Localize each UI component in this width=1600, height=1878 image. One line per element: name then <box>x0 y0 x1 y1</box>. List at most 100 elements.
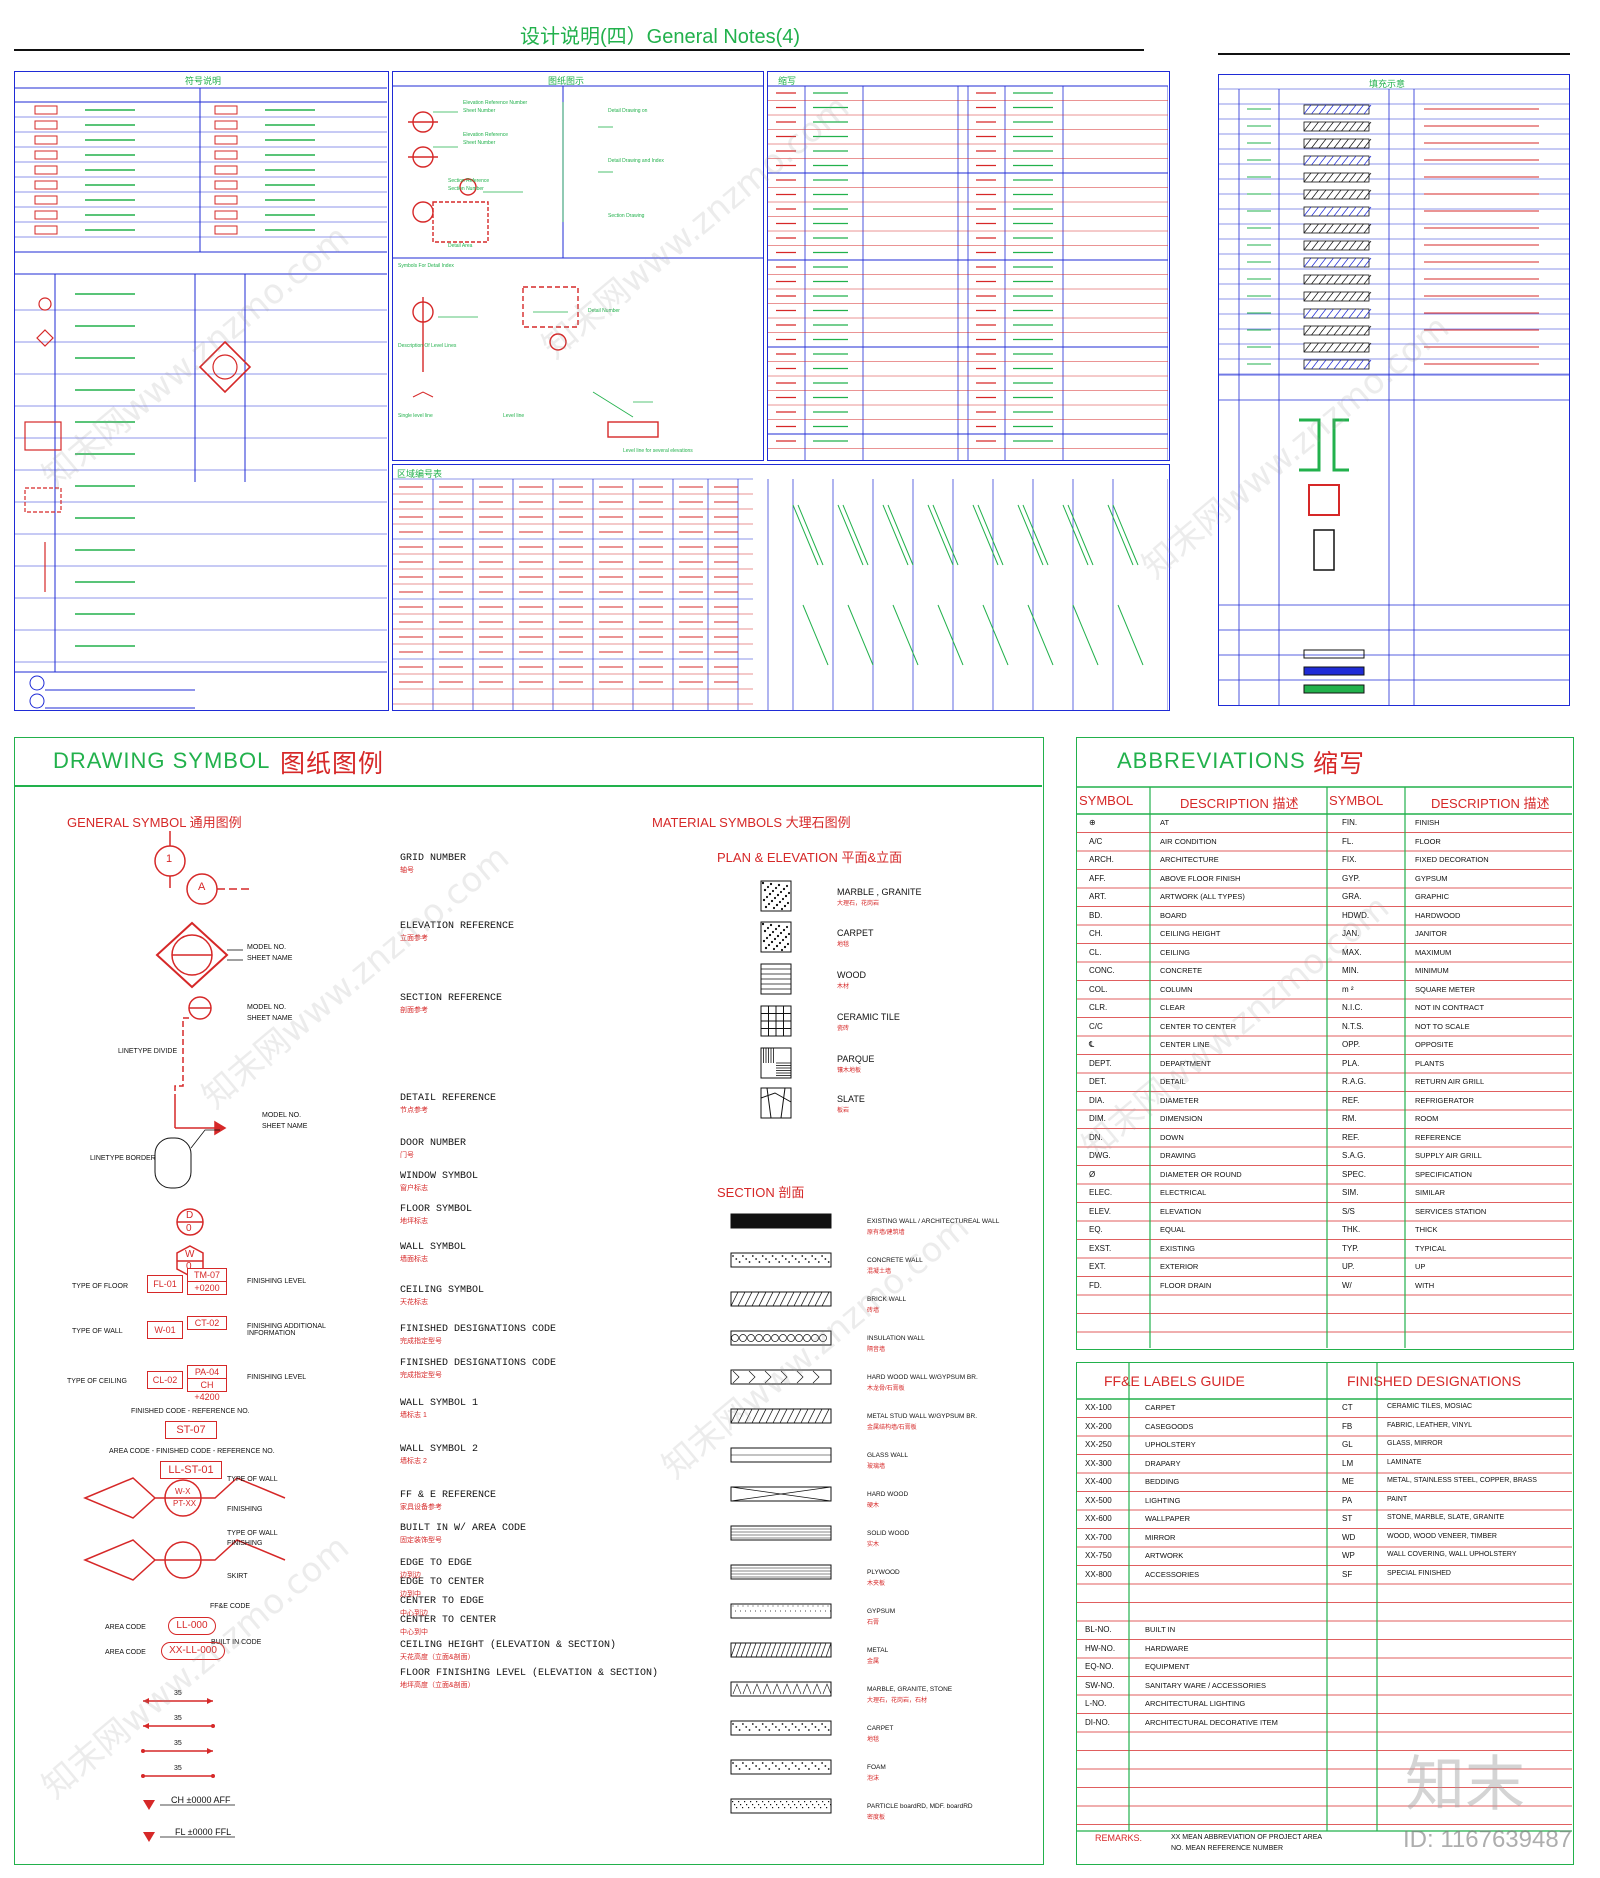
drawing-symbol-header-rule <box>15 785 1042 787</box>
abbr-desc: NOT TO SCALE <box>1415 1021 1470 1031</box>
left-label-en: WALL SYMBOL 1 <box>400 1398 479 1409</box>
abbr-desc: FLOOR <box>1415 836 1441 846</box>
svg-text:Sheet Number: Sheet Number <box>463 108 496 114</box>
ffe-grid <box>1077 1363 1572 1832</box>
left-label-cn: 地坪标志 <box>400 1218 428 1225</box>
material-section-swatch <box>730 1213 832 1229</box>
material-plan-en: WOOD <box>837 970 866 980</box>
detail-model-no: MODEL NO. <box>262 1112 302 1119</box>
abbr-symbol: DEPT. <box>1089 1058 1112 1068</box>
wall-symbol-2-art <box>83 1539 286 1581</box>
abbr-desc: ARCHITECTURE <box>1160 855 1219 864</box>
abbr-symbol: MAX. <box>1342 947 1362 957</box>
material-section-swatch <box>730 1408 832 1424</box>
abbr-desc: AT <box>1160 818 1170 827</box>
left-label-cn: 立面参考 <box>400 935 428 942</box>
abbr-desc: SPECIFICATION <box>1415 1169 1472 1179</box>
material-section-cn: 混凝土墙 <box>867 1269 892 1275</box>
material-section-swatch <box>730 1330 832 1346</box>
mini-abbrev-panel: 缩写 <box>767 71 1170 461</box>
ffe-code: XX-700 <box>1085 1532 1112 1542</box>
svg-text:Description Of Level Lines: Description Of Level Lines <box>398 343 457 349</box>
abbr-symbol: EXT. <box>1089 1262 1106 1271</box>
left-label-en: CENTER TO CENTER <box>400 1615 497 1626</box>
ffe-finish-desc: WALL COVERING, WALL UPHOLSTERY <box>1387 1551 1517 1558</box>
abbr-symbol: OPP. <box>1342 1040 1361 1049</box>
svg-text:Elevation Reference Number: Elevation Reference Number <box>463 100 528 106</box>
ffe-finish-code: SF <box>1342 1569 1353 1579</box>
st07-box: ST-07 <box>165 1421 217 1439</box>
finished-code-ref: FINISHED CODE - REFERENCE NO. <box>131 1408 250 1415</box>
abbr-desc: SERVICES STATION <box>1415 1206 1487 1216</box>
abbr-symbol: AFF. <box>1089 873 1106 883</box>
material-section-swatch <box>730 1252 832 1268</box>
ffe-code: L-NO. <box>1085 1699 1107 1708</box>
abbr-symbol: FL. <box>1342 836 1354 846</box>
material-section-swatch <box>730 1447 832 1463</box>
logo: 知末 <box>1405 1750 1525 1820</box>
ffe-finish-code: PA <box>1342 1495 1353 1505</box>
ffe-finish-code: FB <box>1342 1421 1353 1431</box>
pa04-box: PA-04 <box>187 1365 227 1379</box>
wall-finishing-additional: FINISHING ADDITIONAL INFORMATION <box>247 1323 326 1337</box>
abbr-symbol: GRA. <box>1342 892 1362 901</box>
abbr-desc: GYPSUM <box>1415 873 1448 883</box>
svg-text:Level line: Level line <box>503 413 524 419</box>
material-section-en: METAL STUD WALL W/GYPSUM BR. <box>867 1413 978 1420</box>
abbr-desc: FLOOR DRAIN <box>1160 1280 1212 1290</box>
left-label-en: BUILT IN W/ AREA CODE <box>400 1523 527 1534</box>
material-plan-en: CARPET <box>837 928 874 938</box>
ffe-finish-desc: CERAMIC TILES, MOSIAC <box>1387 1403 1473 1410</box>
ffe-code: XX-400 <box>1085 1477 1112 1486</box>
abbr-desc: DIAMETER OR ROUND <box>1160 1169 1242 1179</box>
abbr-symbol: UP. <box>1342 1262 1355 1271</box>
wall1-finishing: FINISHING <box>227 1506 263 1513</box>
ffe-finish-code: WD <box>1342 1532 1356 1542</box>
left-label-cn: 轴号 <box>400 867 414 874</box>
ffe-desc: ARCHITECTURAL LIGHTING <box>1145 1699 1246 1708</box>
plan-elevation-heading: PLAN & ELEVATION 平面&立面 <box>717 850 903 865</box>
abbr-symbol: W/ <box>1342 1280 1352 1290</box>
abbr-desc: REFERENCE <box>1415 1132 1462 1142</box>
abbr-symbol: DN. <box>1089 1132 1103 1142</box>
material-plan-cn: 地毯 <box>837 942 850 948</box>
wall1-wx: W-X <box>175 1487 191 1496</box>
drawing-symbol-title-cn: 图纸图例 <box>280 750 385 778</box>
material-section-en: METAL <box>867 1647 889 1654</box>
abbr-symbol: RM. <box>1342 1114 1357 1123</box>
abbr-desc: ELEVATION <box>1160 1206 1201 1216</box>
abbr-symbol: SIM. <box>1342 1188 1359 1197</box>
abbr-desc: EXTERIOR <box>1160 1262 1199 1271</box>
ffe-finish-desc: PAINT <box>1387 1495 1408 1503</box>
abbr-desc: COLUMN <box>1160 984 1193 994</box>
left-label-cn: 边到中 <box>400 1591 421 1598</box>
abbr-desc: DOWN <box>1160 1132 1184 1142</box>
ffe-desc: SANITARY WARE / ACCESSORIES <box>1145 1680 1267 1690</box>
wall2-finishing: FINISHING <box>227 1540 263 1547</box>
ffe-code: XX-600 <box>1085 1514 1112 1523</box>
area-code-finished-ref: AREA CODE - FINISHED CODE - REFERENCE NO… <box>109 1448 275 1455</box>
abbr-symbol: SPEC. <box>1342 1169 1367 1179</box>
abbr-symbol: ART. <box>1089 892 1107 901</box>
left-label-cn: 剖面参考 <box>400 1007 428 1014</box>
ffe-code: XX-200 <box>1085 1421 1112 1431</box>
left-label-cn: 中心到边 <box>400 1610 428 1617</box>
svg-text:Detail Area: Detail Area <box>448 243 473 249</box>
ffe-finish-desc: FABRIC, LEATHER, VINYL <box>1387 1421 1473 1429</box>
material-plan-swatch <box>760 921 792 953</box>
material-symbols-heading: MATERIAL SYMBOLS 大理石图例 <box>652 815 851 830</box>
mini-abbrev-title: 缩写 <box>778 76 797 86</box>
material-section-swatch <box>730 1486 832 1502</box>
abbr-symbol: ARCH. <box>1089 855 1114 864</box>
abbr-desc: CEILING HEIGHT <box>1160 929 1221 938</box>
material-section-cn: 金属 <box>867 1659 880 1665</box>
abbr-symbol: C/C <box>1089 1021 1103 1031</box>
left-label-en: EDGE TO EDGE <box>400 1558 473 1569</box>
svg-text:Section Drawing: Section Drawing <box>608 213 645 219</box>
abbr-symbol: CLR. <box>1089 1003 1108 1012</box>
door-d: D <box>186 1210 194 1221</box>
material-section-en: GYPSUM <box>867 1608 896 1615</box>
abbr-symbol: ELEC. <box>1089 1188 1113 1197</box>
ffe-desc: MIRROR <box>1145 1532 1176 1542</box>
svg-text:Section Reference: Section Reference <box>448 178 489 184</box>
